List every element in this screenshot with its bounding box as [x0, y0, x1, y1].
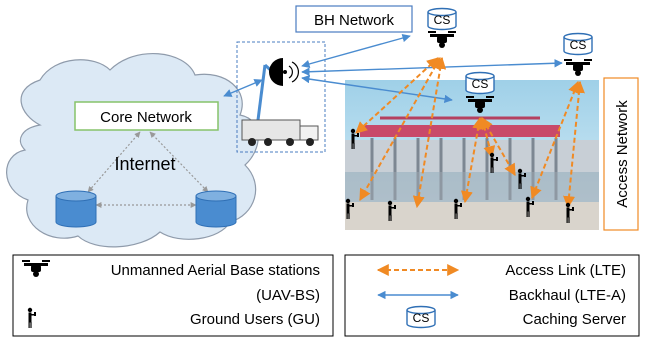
legend-access-link-label: Access Link (LTE)	[505, 262, 626, 279]
access-network-label: Access Network	[614, 100, 631, 208]
uav-2: CS	[563, 32, 593, 76]
core-network-label: Core Network	[100, 109, 192, 126]
internet-server-left	[55, 190, 97, 228]
uav-1: CS	[427, 7, 457, 48]
uav-3: CS	[465, 71, 495, 113]
cs-label: CS	[413, 311, 430, 325]
uav-icon	[564, 59, 592, 76]
uav-icon	[428, 31, 456, 48]
access-network-box	[603, 77, 639, 231]
legend-uav-label: Unmanned Aerial Base stations	[111, 262, 320, 279]
access-links	[355, 56, 585, 209]
antenna-icon	[256, 58, 300, 121]
cs-label: CS	[472, 77, 489, 91]
internet-label: Internet	[114, 154, 175, 174]
stadium-image	[345, 80, 599, 230]
legend-uav-abbrev: (UAV-BS)	[256, 287, 320, 304]
cs-label: CS	[570, 38, 587, 52]
legend-left	[12, 254, 334, 337]
legend-backhaul-label: Backhaul (LTE-A)	[509, 287, 626, 304]
legend-caching-server-label: Caching Server	[523, 311, 626, 328]
internet-server-right	[195, 190, 237, 228]
truck-icon	[241, 119, 319, 146]
bh-network-label: BH Network	[314, 12, 395, 29]
legend-gu-label: Ground Users (GU)	[190, 311, 320, 328]
bh-network-box	[295, 5, 413, 33]
core-network-box	[74, 101, 219, 131]
cs-label: CS	[434, 13, 451, 27]
internet-links	[87, 131, 209, 208]
